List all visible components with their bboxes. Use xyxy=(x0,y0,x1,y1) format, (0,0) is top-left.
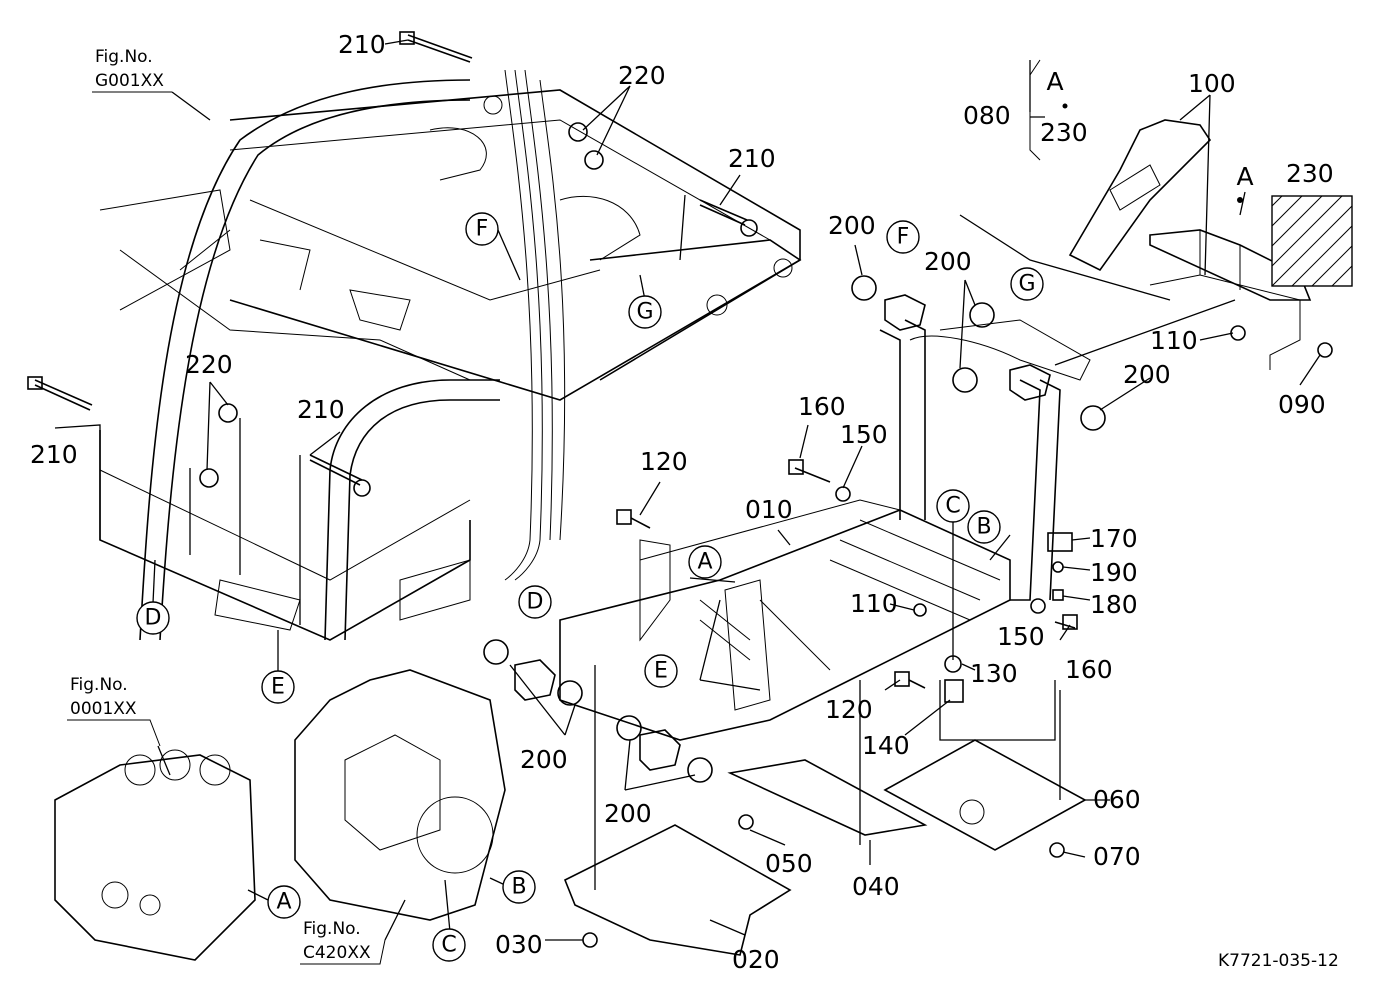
ref-letter-b-main: B xyxy=(976,515,991,540)
part-label-210-center: 210 xyxy=(297,395,345,424)
floor-plate-040 xyxy=(727,759,928,836)
decal-230-hatch xyxy=(1271,195,1353,287)
part-label-010: 010 xyxy=(745,495,793,524)
part-label-060: 060 xyxy=(1093,785,1141,814)
ref-letter-a-bracket: A xyxy=(1236,162,1253,191)
part-label-180: 180 xyxy=(1090,590,1138,619)
part-label-220-top: 220 xyxy=(618,61,666,90)
leader-lines xyxy=(54,39,1321,941)
fig-ref-0001-code: 0001XX xyxy=(70,699,137,719)
fig-ref-g001-title: Fig.No. xyxy=(95,47,153,67)
part-label-200-d: 200 xyxy=(520,745,568,774)
part-label-170: 170 xyxy=(1090,524,1138,553)
part-label-200-g: 200 xyxy=(1123,360,1171,389)
fig-ref-0001-title: Fig.No. xyxy=(70,675,128,695)
fig-ref-c420-title: Fig.No. xyxy=(303,919,361,939)
part-label-080: 080 xyxy=(963,101,1011,130)
ref-letter-a-engine: A xyxy=(276,890,291,915)
flywheel-housing xyxy=(294,669,506,921)
part-label-210-left: 210 xyxy=(30,440,78,469)
part-label-210-top: 210 xyxy=(338,30,386,59)
part-label-150-left: 150 xyxy=(840,420,888,449)
ref-letter-c-main: C xyxy=(945,494,960,519)
floor-plate-020 xyxy=(563,824,792,956)
part-label-120-bottom: 120 xyxy=(825,695,873,724)
ref-letter-f-bracket: F xyxy=(897,225,910,250)
part-number-labels: 210 220 210 220 210 210 080 230 100 230 … xyxy=(30,30,1334,974)
part-label-230-kit: 230 xyxy=(1040,118,1088,147)
fig-ref-c420: Fig.No. C420XX xyxy=(300,919,386,965)
part-label-110-main: 110 xyxy=(850,589,898,618)
frame-linework xyxy=(54,69,1353,961)
part-label-120-top: 120 xyxy=(640,447,688,476)
kit-bracket-brace xyxy=(1029,59,1041,161)
ref-letter-b-engine: B xyxy=(511,875,526,900)
diagram-id: K7721-035-12 xyxy=(1218,951,1339,971)
fig-ref-g001: Fig.No. G001XX xyxy=(92,47,172,93)
ref-letter-g-frame: G xyxy=(636,300,653,325)
part-label-210-right: 210 xyxy=(728,144,776,173)
ref-letter-a-kit: A xyxy=(1046,67,1063,96)
part-label-100: 100 xyxy=(1188,69,1236,98)
part-label-200-center: 200 xyxy=(924,247,972,276)
fig-ref-g001-code: G001XX xyxy=(95,71,164,91)
ref-letter-d-frame: D xyxy=(145,606,162,631)
fig-ref-c420-code: C420XX xyxy=(303,943,371,963)
ref-letter-group: F G D E F G C B A D E A B C xyxy=(136,212,1044,962)
part-label-090: 090 xyxy=(1278,390,1326,419)
part-label-220-left: 220 xyxy=(185,350,233,379)
part-label-110-bracket: 110 xyxy=(1150,326,1198,355)
ref-letter-a-main: A xyxy=(697,550,712,575)
part-label-040: 040 xyxy=(852,872,900,901)
engine-block xyxy=(54,754,256,961)
part-label-140: 140 xyxy=(862,731,910,760)
part-label-050: 050 xyxy=(765,849,813,878)
ref-letter-g-bracket: G xyxy=(1018,272,1035,297)
floor-plate-060 xyxy=(883,739,1087,851)
part-label-200-f: 200 xyxy=(828,211,876,240)
fig-ref-0001: Fig.No. 0001XX xyxy=(67,675,161,747)
part-label-200-e: 200 xyxy=(604,799,652,828)
part-label-190: 190 xyxy=(1090,558,1138,587)
part-label-230-decal: 230 xyxy=(1286,159,1334,188)
ref-letter-c-engine: C xyxy=(441,933,456,958)
part-label-150-right: 150 xyxy=(997,622,1045,651)
part-label-070: 070 xyxy=(1093,842,1141,871)
ref-letter-f-frame: F xyxy=(476,217,489,242)
part-label-020: 020 xyxy=(732,945,780,974)
part-label-160-right: 160 xyxy=(1065,655,1113,684)
ref-letter-d-main: D xyxy=(527,590,544,615)
part-label-130: 130 xyxy=(970,659,1018,688)
part-label-160-left: 160 xyxy=(798,392,846,421)
ref-letter-e-main: E xyxy=(654,659,668,684)
ref-letter-e-frame: E xyxy=(271,675,285,700)
part-label-030: 030 xyxy=(495,930,543,959)
